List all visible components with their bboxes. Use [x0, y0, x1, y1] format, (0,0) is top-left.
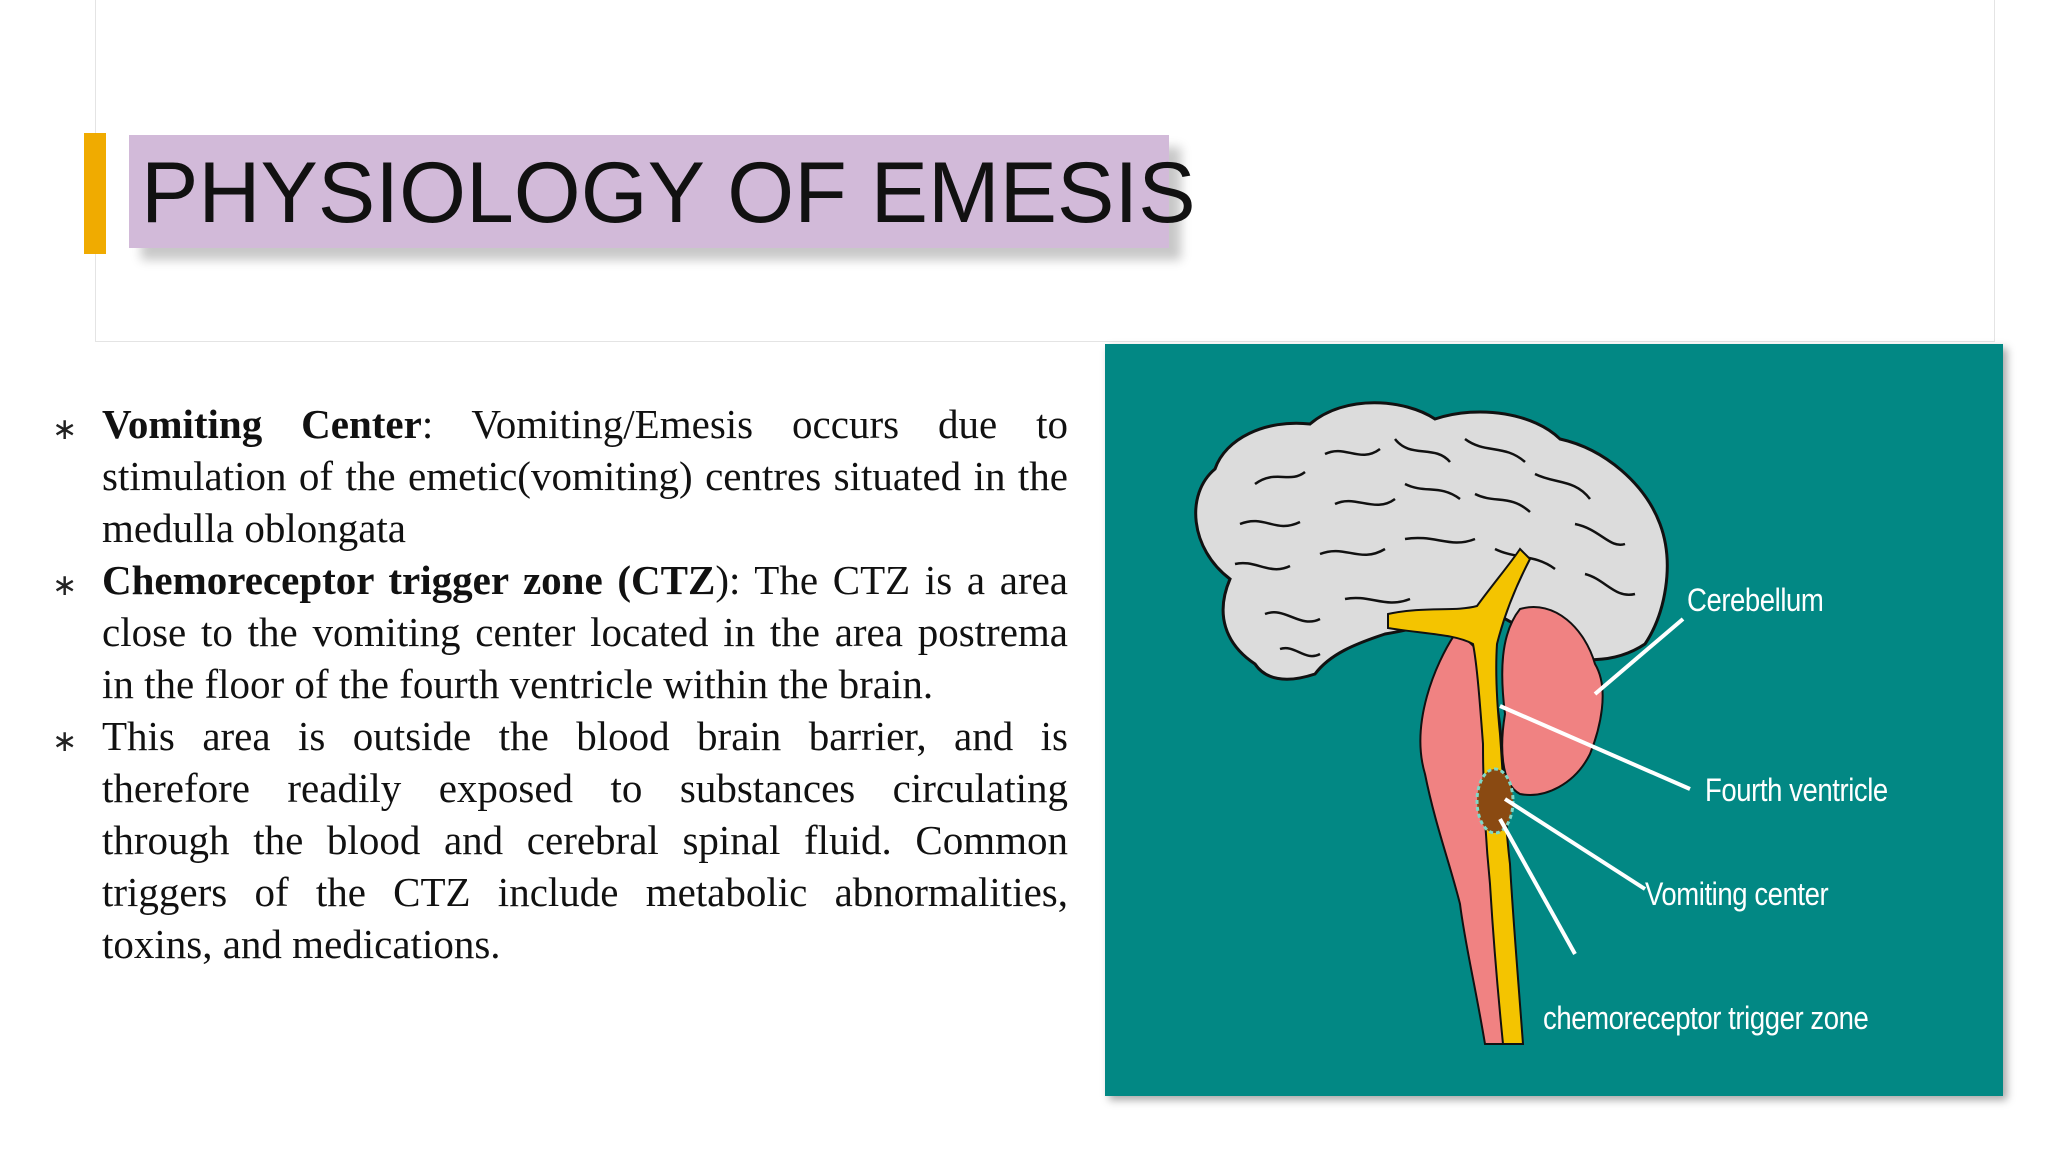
cerebrum-shape — [1194, 401, 1669, 681]
brain-diagram: Cerebellum Fourth ventricle Vomiting cen… — [1105, 344, 2003, 1096]
title-highlight-box — [129, 135, 1169, 248]
bullet-term: Vomiting Center — [102, 401, 422, 447]
label-vomiting-center: Vomiting center — [1645, 876, 1829, 912]
slide-title: PHYSIOLOGY OF EMESIS — [141, 145, 1196, 241]
bullet-list: ∗ Vomiting Center: Vomiting/Emesis occur… — [48, 398, 1068, 970]
bullet-term: Chemoreceptor trigger zone (CTZ — [102, 557, 716, 603]
bullet-vomiting-center: ∗ Vomiting Center: Vomiting/Emesis occur… — [48, 398, 1068, 554]
title-accent-bar — [84, 133, 106, 254]
vomiting-center-shape — [1475, 767, 1515, 835]
gyri-lines — [1234, 437, 1636, 658]
label-cerebellum: Cerebellum — [1687, 582, 1824, 618]
fourth-ventricle-shape — [1387, 547, 1532, 1045]
asterisk-bullet-icon: ∗ — [52, 412, 78, 447]
cerebellum-shape — [1501, 606, 1604, 796]
bullet-ctz: ∗ Chemoreceptor trigger zone (CTZ): The … — [48, 554, 1068, 710]
asterisk-bullet-icon: ∗ — [52, 568, 78, 603]
asterisk-bullet-icon: ∗ — [52, 724, 78, 759]
bullet-blood-brain-barrier: ∗ This area is outside the blood brain b… — [48, 710, 1068, 970]
brain-illustration — [1194, 401, 1691, 1045]
label-ctz: chemoreceptor trigger zone — [1543, 1000, 1869, 1036]
bullet-text: : Vomiting/Emesis occurs due to stimulat… — [102, 401, 1068, 551]
bullet-text: This area is outside the blood brain bar… — [102, 713, 1068, 967]
bullet-text: ): The CTZ is a area close to the vomiti… — [102, 557, 1068, 707]
pointer-lines — [1498, 617, 1691, 955]
label-fourth-ventricle: Fourth ventricle — [1705, 772, 1888, 808]
